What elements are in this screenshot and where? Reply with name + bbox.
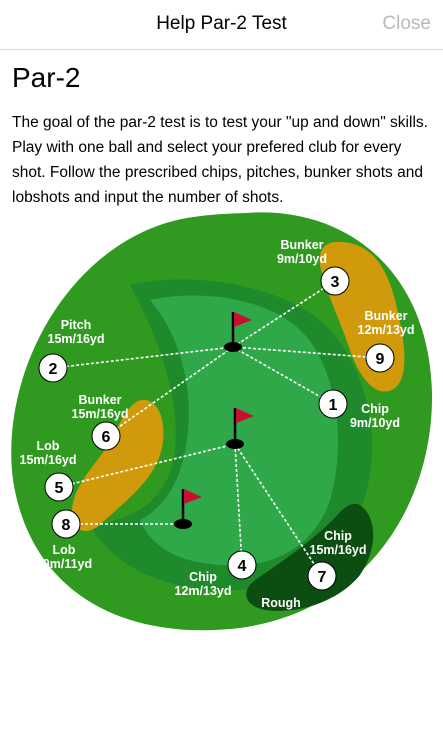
shot-4-type: Chip	[189, 570, 217, 584]
shot-line-2	[52, 346, 234, 369]
shot-1-type: Chip	[361, 402, 389, 416]
page-heading: Par-2	[12, 62, 81, 93]
shot-number: 3	[331, 274, 340, 291]
shot-marker-8: 8	[51, 509, 81, 539]
rough-label: Rough	[261, 596, 301, 610]
par2-course-diagram: 1 2 3 4 5 6 7 8 9 Bunker 9m/10yd Bunker …	[11, 212, 433, 631]
flag-icon	[174, 489, 202, 529]
shot-number: 1	[329, 397, 338, 414]
shot-1-distance: 9m/10yd	[350, 416, 400, 430]
shot-9-type: Bunker	[364, 309, 407, 323]
shot-6-type: Bunker	[78, 393, 121, 407]
shot-3-type: Bunker	[280, 238, 323, 252]
shot-line-1	[232, 346, 334, 405]
shot-number: 5	[55, 480, 64, 497]
nav-title: Help Par-2 Test	[156, 13, 287, 34]
shot-line-5	[58, 443, 236, 488]
shot-marker-6: 6	[91, 421, 121, 451]
shot-number: 8	[62, 517, 71, 534]
shot-3-distance: 9m/10yd	[277, 252, 327, 266]
shot-8-distance: 10m/11yd	[36, 557, 92, 571]
shot-5-type: Lob	[37, 439, 60, 453]
shot-2-type: Pitch	[61, 318, 92, 332]
shot-number: 6	[102, 429, 111, 446]
shot-marker-7: 7	[307, 561, 337, 591]
shot-7-distance: 15m/16yd	[310, 543, 367, 557]
shot-7-type: Chip	[324, 529, 352, 543]
shot-marker-5: 5	[44, 472, 74, 502]
shot-marker-3: 3	[320, 266, 350, 296]
shot-marker-9: 9	[365, 343, 395, 373]
shot-lines	[52, 280, 381, 577]
shot-number: 2	[49, 361, 58, 378]
description-text: The goal of the par-2 test is to test yo…	[12, 114, 428, 206]
shot-line-7	[234, 443, 323, 577]
shot-2-distance: 15m/16yd	[48, 332, 105, 346]
shot-number: 7	[318, 569, 327, 586]
close-button[interactable]: Close	[382, 13, 431, 34]
shot-line-6	[105, 346, 234, 437]
bunker-left	[72, 399, 164, 531]
flag-icon	[224, 312, 252, 352]
flag-icon	[226, 408, 254, 449]
shot-marker-4: 4	[227, 550, 257, 580]
shot-marker-2: 2	[38, 353, 68, 383]
shot-line-3	[232, 280, 336, 348]
shot-4-distance: 12m/13yd	[175, 584, 232, 598]
shot-9-distance: 12m/13yd	[358, 323, 415, 337]
shot-line-9	[232, 346, 381, 359]
shot-number: 4	[238, 558, 247, 575]
shot-number: 9	[376, 351, 385, 368]
shot-8-type: Lob	[53, 543, 76, 557]
shot-line-4	[234, 443, 243, 566]
shot-6-distance: 15m/16yd	[72, 407, 129, 421]
navigation-bar: Help Par-2 Test Close	[0, 0, 443, 50]
shot-marker-1: 1	[318, 389, 348, 419]
shot-5-distance: 15m/16yd	[20, 453, 77, 467]
